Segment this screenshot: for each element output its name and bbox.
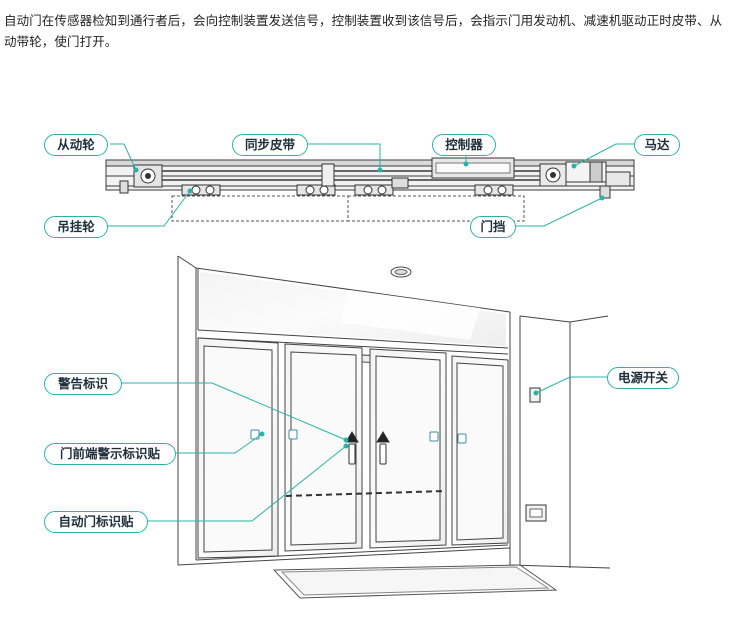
label-door-stop: 门挡 (470, 216, 516, 238)
label-power-switch: 电源开关 (607, 367, 679, 389)
driven-wheel-drawing (119, 164, 163, 194)
label-hanging-wheel: 吊挂轮 (44, 216, 108, 238)
leader-dots (133, 161, 605, 449)
door-handles (345, 431, 390, 465)
wall-structure (177, 255, 609, 568)
label-front-warning-sticker: 门前端警示标识贴 (44, 443, 176, 465)
leader-lines (106, 143, 634, 522)
label-warning-sign: 警告标识 (44, 373, 122, 395)
intro-paragraph: 自动门在传感器检知到通行者后，会向控制装置发送信号，控制装置收到该信号后，会指示… (4, 13, 723, 49)
label-sync-belt: 同步皮带 (232, 134, 308, 156)
door-leaf-outlines (171, 195, 525, 222)
label-motor: 马达 (634, 134, 680, 156)
label-auto-door-sticker: 自动门标识贴 (44, 511, 148, 533)
label-driven-wheel: 从动轮 (44, 134, 108, 156)
door-track-line (285, 490, 446, 497)
hanging-wheels (181, 163, 611, 199)
door-stickers (250, 429, 467, 444)
door-panels (197, 337, 509, 559)
label-controller: 控制器 (432, 134, 496, 156)
